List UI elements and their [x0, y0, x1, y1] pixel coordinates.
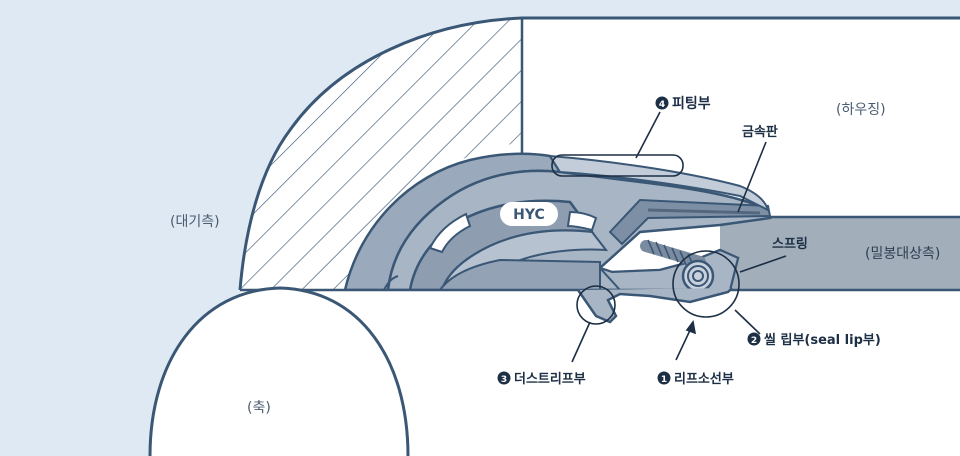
callout-fitting: 4 피팅부: [655, 95, 711, 112]
callout-seal-lip: 2 씰 립부(seal lip부): [747, 332, 881, 348]
callout-lip-tip-text: 리프소선부: [674, 371, 734, 387]
callout-seal-lip-number: 2: [751, 336, 757, 346]
callout-dust-lip: 3 더스트리프부: [497, 371, 586, 387]
callout-lip-tip-number: 1: [661, 375, 667, 385]
brand-badge: [500, 202, 558, 226]
seal-lip-highlight: [672, 250, 740, 318]
callout-dust-lip-text: 더스트리프부: [514, 371, 586, 387]
callout-fitting-text: 피팅부: [672, 95, 711, 112]
shaft-label: (축): [247, 400, 271, 416]
callout-dust-lip-number: 3: [501, 375, 507, 385]
leader-lines: [571, 111, 787, 363]
metal-plate-label: 금속판: [742, 124, 778, 140]
housing-outline: [238, 16, 960, 291]
sealed-side-label: (밀봉대상측): [865, 246, 940, 262]
callout-fitting-number-badge: [655, 96, 669, 110]
fitting-highlight: [551, 154, 684, 177]
spring-label: 스프링: [772, 237, 808, 252]
garter-spring: [640, 239, 715, 293]
callout-markers: [551, 154, 740, 325]
atmosphere-side-label: (대기측): [170, 214, 220, 230]
shaft: [148, 286, 410, 456]
callout-lip-tip-number-badge: [657, 371, 671, 385]
callout-seal-lip-text: 씰 립부(seal lip부): [764, 332, 881, 348]
callout-dust-lip-number-badge: [497, 371, 511, 385]
housing-label: (하우징): [836, 102, 886, 118]
housing-hatched-wall: [240, 18, 522, 290]
callout-fitting-number: 4: [659, 100, 665, 110]
sealed-side-band: [720, 215, 960, 290]
dust-lip-highlight: [576, 285, 616, 325]
callout-seal-lip-number-badge: [747, 332, 761, 346]
callout-lip-tip: 1 리프소선부: [657, 371, 734, 387]
brand-label: HYC: [513, 207, 545, 223]
